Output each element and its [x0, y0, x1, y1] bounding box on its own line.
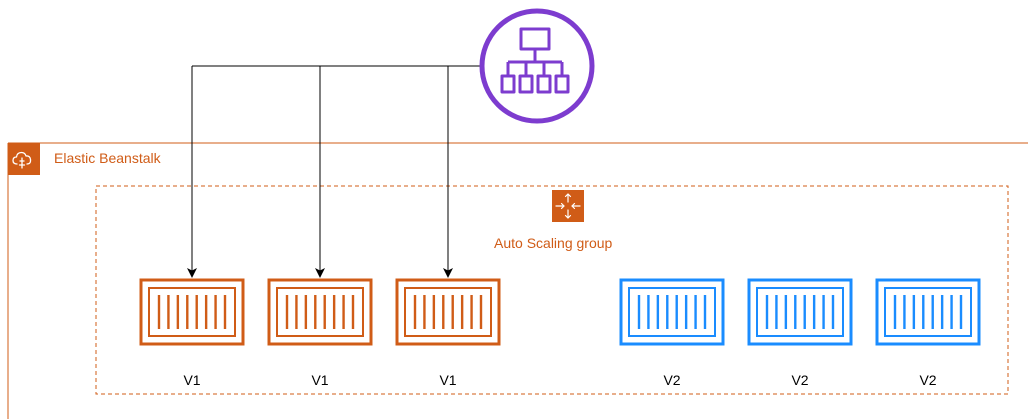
routing-lines	[187, 65, 480, 278]
container-instance-icon	[747, 278, 853, 346]
load-balancer-icon	[479, 8, 595, 124]
container-instance-icon	[139, 278, 245, 346]
instance-version-label: V2	[791, 372, 809, 388]
container-instance-icon	[619, 278, 725, 346]
environment-label: Elastic Beanstalk	[54, 150, 161, 166]
container-instance-icon	[267, 278, 373, 346]
auto-scaling-icon	[552, 190, 584, 222]
cloud-glyph	[12, 151, 32, 169]
auto-scaling-group-border	[95, 185, 1009, 395]
elastic-beanstalk-environment	[7, 142, 1028, 419]
instance-version-label: V2	[663, 372, 681, 388]
instance-version-label: V1	[439, 372, 457, 388]
scaling-group-label: Auto Scaling group	[494, 235, 613, 251]
instance-version-label: V1	[183, 372, 201, 388]
instances	[139, 278, 981, 346]
container-instance-icon	[395, 278, 501, 346]
container-instance-icon	[875, 278, 981, 346]
instance-version-label: V1	[311, 372, 329, 388]
instance-version-label: V2	[919, 372, 937, 388]
